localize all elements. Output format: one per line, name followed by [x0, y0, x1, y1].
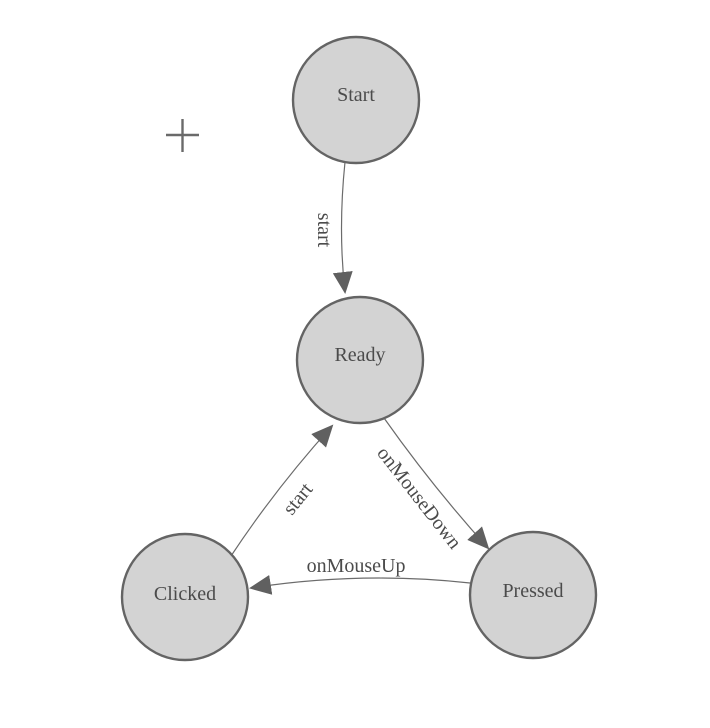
edge-label-ready-pressed: onMouseDown [372, 443, 465, 554]
edge-line-start-ready [332, 161, 353, 294]
transition-clicked-to-ready: start [230, 424, 334, 557]
edge-label-pressed-clicked: onMouseUp [307, 555, 406, 577]
state-node-start[interactable]: Start [291, 35, 421, 165]
state-node-ready[interactable]: Ready [295, 295, 425, 425]
state-node-clicked[interactable]: Clicked [120, 532, 250, 662]
transition-start-to-ready: start [313, 161, 353, 294]
state-node-pressed[interactable]: Pressed [468, 530, 598, 660]
edge-line-pressed-clicked [249, 575, 471, 595]
state-circle-clicked[interactable] [120, 532, 250, 662]
edge-label-clicked-ready: start [279, 478, 318, 519]
transition-pressed-to-clicked: onMouseUp [249, 555, 471, 595]
state-circle-ready[interactable] [295, 295, 425, 425]
state-label-start: Start [337, 84, 375, 106]
edge-label-start-ready: start [313, 213, 335, 248]
transition-ready-to-pressed: onMouseDown [372, 417, 490, 554]
state-label-pressed: Pressed [502, 580, 563, 602]
state-circle-start[interactable] [291, 35, 421, 165]
state-circle-pressed[interactable] [468, 530, 598, 660]
state-label-clicked: Clicked [154, 583, 216, 605]
edge-line-clicked-ready [230, 424, 334, 557]
plus-icon[interactable] [166, 119, 199, 152]
edge-line-ready-pressed [383, 417, 490, 550]
state-label-ready: Ready [334, 344, 385, 366]
